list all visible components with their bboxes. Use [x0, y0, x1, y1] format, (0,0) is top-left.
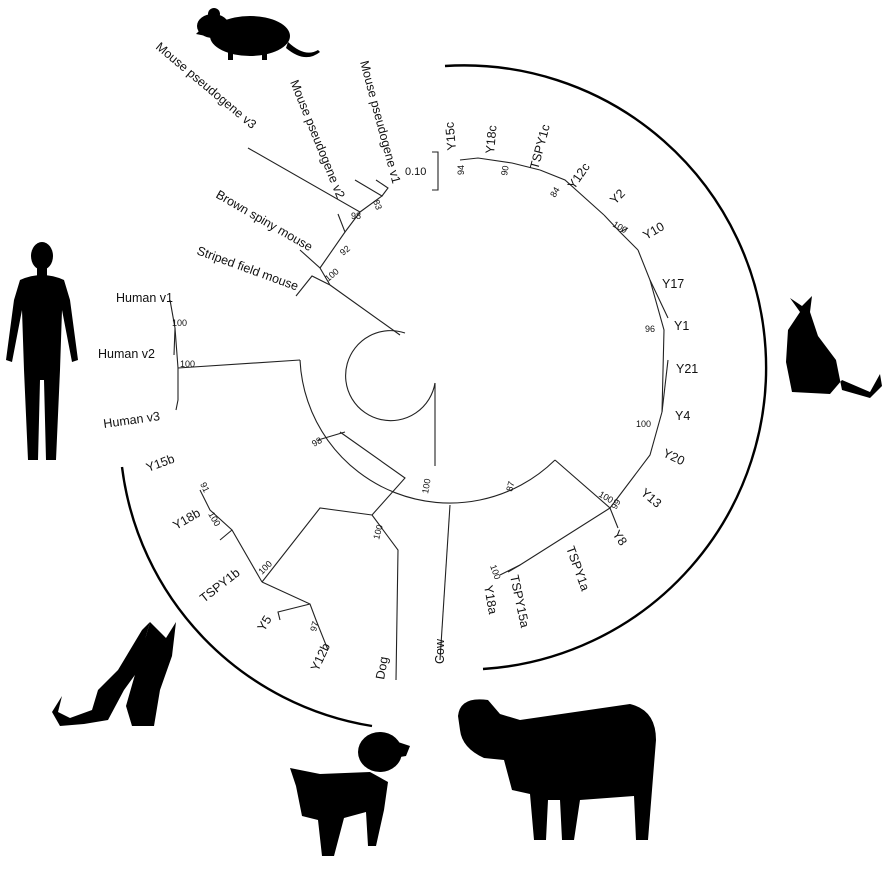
tip-dog: Dog — [373, 655, 391, 680]
tip-human-v1: Human v1 — [116, 291, 173, 305]
tip-y18c: Y18c — [483, 125, 499, 155]
cow-silhouette — [458, 699, 656, 840]
tip-y8: Y8 — [610, 528, 630, 549]
tip-tspy1a: TSPY1a — [563, 544, 592, 593]
bootstrap-label: 84 — [548, 185, 562, 199]
bootstrap-label: 83 — [371, 198, 384, 211]
tip-y18a: Y18a — [481, 584, 500, 615]
tip-y17: Y17 — [662, 277, 684, 291]
bootstrap-label: 91 — [198, 481, 211, 494]
tip-y4: Y4 — [675, 409, 690, 423]
bootstrap-label: 100 — [180, 359, 195, 369]
bootstrap-label: 100 — [488, 563, 503, 581]
bootstrap-label: 100 — [420, 478, 432, 495]
bootstrap-label: 100 — [371, 523, 385, 540]
bootstrap-label: 87 — [504, 480, 516, 492]
tip-tspy15a: TSPY15a — [507, 574, 532, 629]
human-silhouette — [6, 242, 78, 460]
tree-branches — [170, 148, 668, 680]
tip-y20: Y20 — [661, 446, 687, 468]
tip-mouse-pseudogene-v2: Mouse pseudogene v2 — [287, 78, 347, 201]
bootstrap-label: 90 — [499, 165, 511, 177]
bootstrap-label: 98 — [310, 435, 324, 449]
tip-y12c: Y12c — [565, 160, 593, 191]
tip-y18b: Y18b — [171, 506, 203, 533]
bootstrap-label: 98 — [351, 211, 361, 221]
bootstrap-label: 97 — [308, 620, 320, 632]
scale-bar — [432, 152, 438, 190]
bootstrap-label: 92 — [338, 243, 352, 257]
dog-silhouette — [290, 732, 410, 856]
cat-silhouette — [52, 622, 176, 726]
tip-human-v2: Human v2 — [98, 347, 155, 361]
tip-tspy1b: TSPY1b — [197, 566, 242, 606]
bootstrap-label: 100 — [323, 266, 341, 283]
tip-human-v3: Human v3 — [102, 409, 160, 431]
bootstrap-label: 94 — [456, 165, 466, 175]
tip-y10: Y10 — [641, 219, 667, 242]
tip-cow: Cow — [433, 638, 447, 664]
bootstrap-label: 100 — [636, 419, 651, 429]
tip-y2: Y2 — [607, 186, 628, 207]
tip-striped-field-mouse: Striped field mouse — [195, 244, 300, 294]
bootstrap-label: 100 — [172, 318, 187, 328]
bootstrap-label: 96 — [645, 324, 655, 334]
tip-y5: Y5 — [255, 613, 275, 633]
tip-mouse-pseudogene-v1: Mouse pseudogene v1 — [357, 59, 403, 185]
scale-bar-label: 0.10 — [405, 166, 426, 178]
mouse-silhouette — [196, 8, 320, 60]
tip-y12b: Y12b — [308, 641, 333, 673]
tip-y15b: Y15b — [144, 452, 176, 475]
tip-tspy1c: TSPY1c — [527, 123, 552, 171]
tip-y1: Y1 — [674, 319, 689, 333]
bootstrap-label: 100 — [206, 510, 222, 528]
tip-y15c: Y15c — [443, 121, 459, 151]
bootstrap-label: 100 — [611, 219, 629, 235]
bootstrap-label: 100 — [256, 559, 274, 577]
tip-y13: Y13 — [638, 486, 664, 511]
tip-y21: Y21 — [676, 362, 698, 376]
cat-silhouette — [786, 296, 882, 398]
tip-brown-spiny-mouse: Brown spiny mouse — [214, 187, 316, 254]
